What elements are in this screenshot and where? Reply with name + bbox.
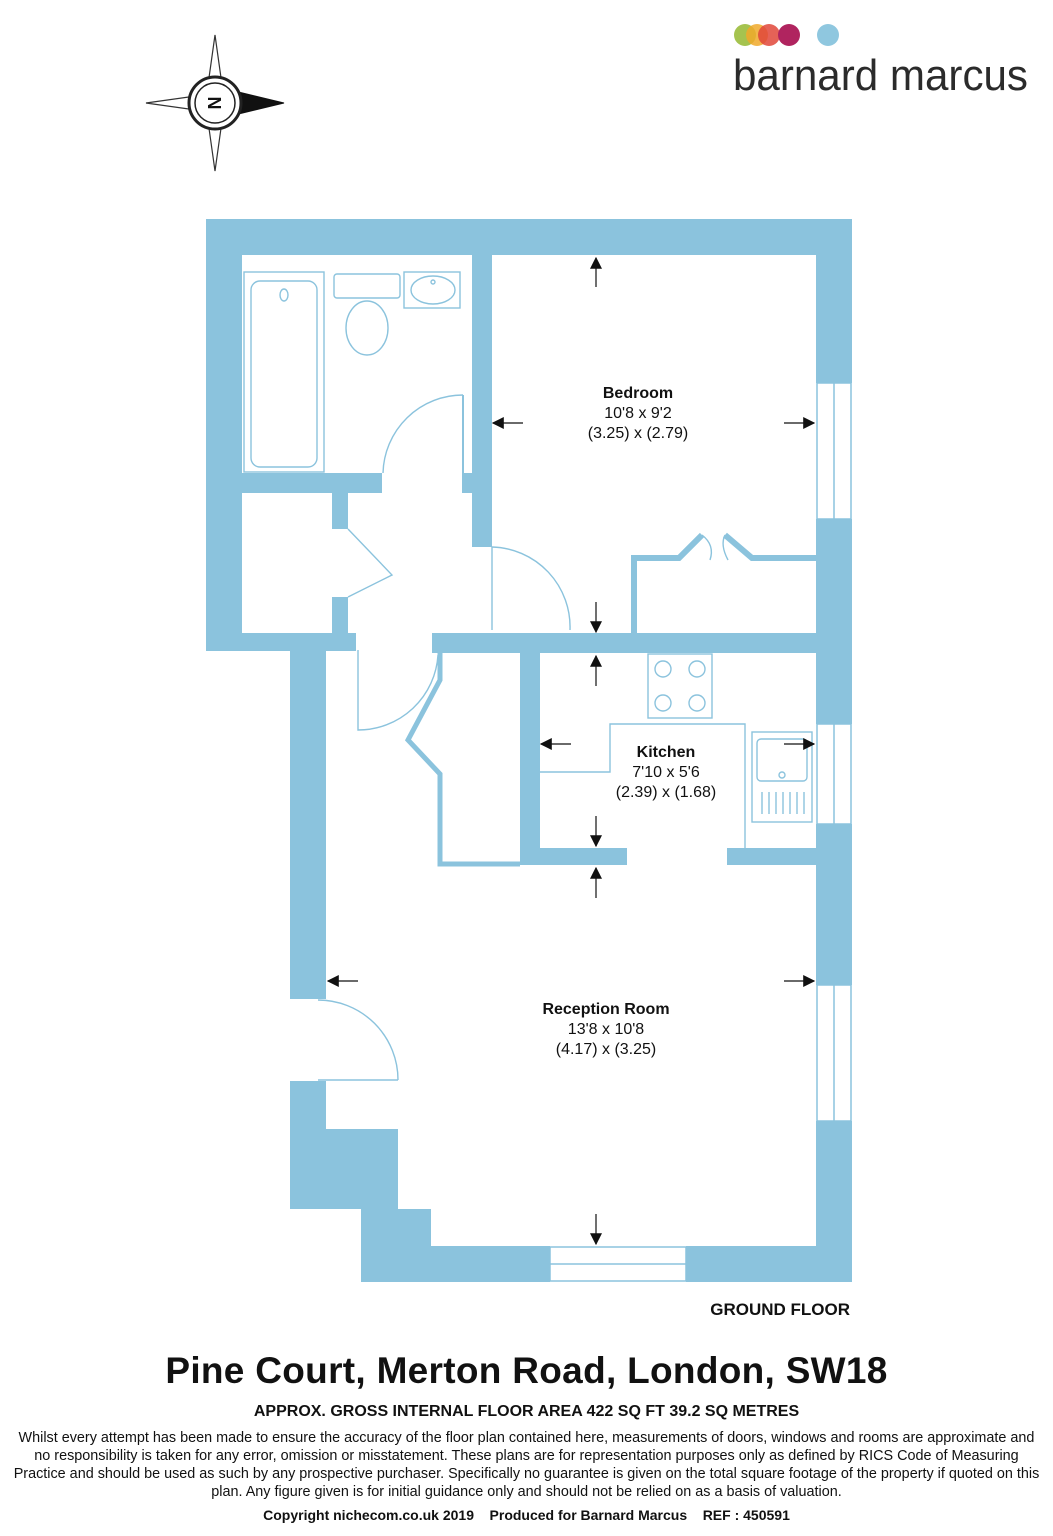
wall bbox=[520, 848, 627, 865]
room-imperial: 13'8 x 10'8 bbox=[568, 1021, 644, 1038]
wall bbox=[206, 219, 852, 255]
room-imperial: 7'10 x 5'6 bbox=[632, 764, 700, 781]
brand-dot bbox=[817, 24, 839, 46]
disclaimer: Whilst every attempt has been made to en… bbox=[13, 1430, 1040, 1500]
cupboard bbox=[404, 653, 520, 867]
dimension-arrows bbox=[326, 256, 816, 1246]
brand-dot bbox=[778, 24, 800, 46]
sink-icon bbox=[751, 731, 813, 823]
wall bbox=[361, 1246, 550, 1282]
wall bbox=[290, 651, 326, 999]
wall bbox=[727, 848, 852, 865]
copyright: Copyright nichecom.co.uk 2019 Produced f… bbox=[263, 1507, 790, 1523]
room-metric: (4.17) x (3.25) bbox=[556, 1041, 656, 1058]
room-imperial: 10'8 x 9'2 bbox=[604, 405, 672, 422]
wall bbox=[206, 633, 356, 651]
hob-icon bbox=[647, 653, 713, 719]
floor-area: APPROX. GROSS INTERNAL FLOOR AREA 422 SQ… bbox=[253, 1403, 800, 1420]
wall bbox=[432, 633, 852, 653]
wall bbox=[332, 493, 348, 529]
brand-logo: barnard marcus bbox=[733, 24, 1028, 100]
basin-icon bbox=[403, 271, 461, 309]
wall bbox=[290, 1081, 326, 1129]
fixtures bbox=[243, 271, 816, 1081]
wall bbox=[816, 219, 852, 383]
floor-plan: barnard marcus N bbox=[145, 24, 1028, 1319]
compass-letter: N bbox=[204, 97, 224, 110]
brand-name: barnard marcus bbox=[733, 51, 1028, 100]
room-name: Reception Room bbox=[542, 1001, 669, 1018]
room-name: Kitchen bbox=[637, 744, 696, 761]
wall bbox=[472, 255, 492, 547]
entrance-door bbox=[317, 999, 399, 1081]
wall bbox=[816, 519, 852, 724]
wardrobe bbox=[631, 532, 816, 633]
room-kitchen: Kitchen 7'10 x 5'6 (2.39) x (1.68) bbox=[616, 744, 716, 801]
windows bbox=[549, 382, 852, 1282]
toilet-icon bbox=[333, 273, 401, 356]
wall bbox=[242, 473, 382, 493]
room-name: Bedroom bbox=[603, 385, 673, 402]
wall bbox=[462, 473, 492, 493]
wall bbox=[290, 1129, 398, 1209]
bath-icon bbox=[243, 271, 325, 473]
bedroom-door bbox=[491, 546, 571, 631]
room-reception: Reception Room 13'8 x 10'8 (4.17) x (3.2… bbox=[542, 1001, 669, 1058]
property-address: Pine Court, Merton Road, London, SW18 bbox=[165, 1350, 888, 1391]
walls bbox=[206, 219, 852, 1282]
worktop bbox=[540, 723, 746, 848]
room-metric: (3.25) x (2.79) bbox=[588, 425, 688, 442]
wall bbox=[206, 219, 242, 651]
room-metric: (2.39) x (1.68) bbox=[616, 784, 716, 801]
room-bedroom: Bedroom 10'8 x 9'2 (3.25) x (2.79) bbox=[588, 385, 688, 442]
bathroom-door bbox=[382, 394, 464, 474]
brand-dot bbox=[758, 24, 780, 46]
hall-door bbox=[357, 650, 439, 731]
compass-rose-icon: N bbox=[145, 34, 285, 172]
wall bbox=[520, 653, 540, 865]
wall bbox=[686, 1246, 852, 1282]
floor-label: GROUND FLOOR bbox=[710, 1300, 850, 1319]
cloak-door bbox=[347, 528, 394, 598]
